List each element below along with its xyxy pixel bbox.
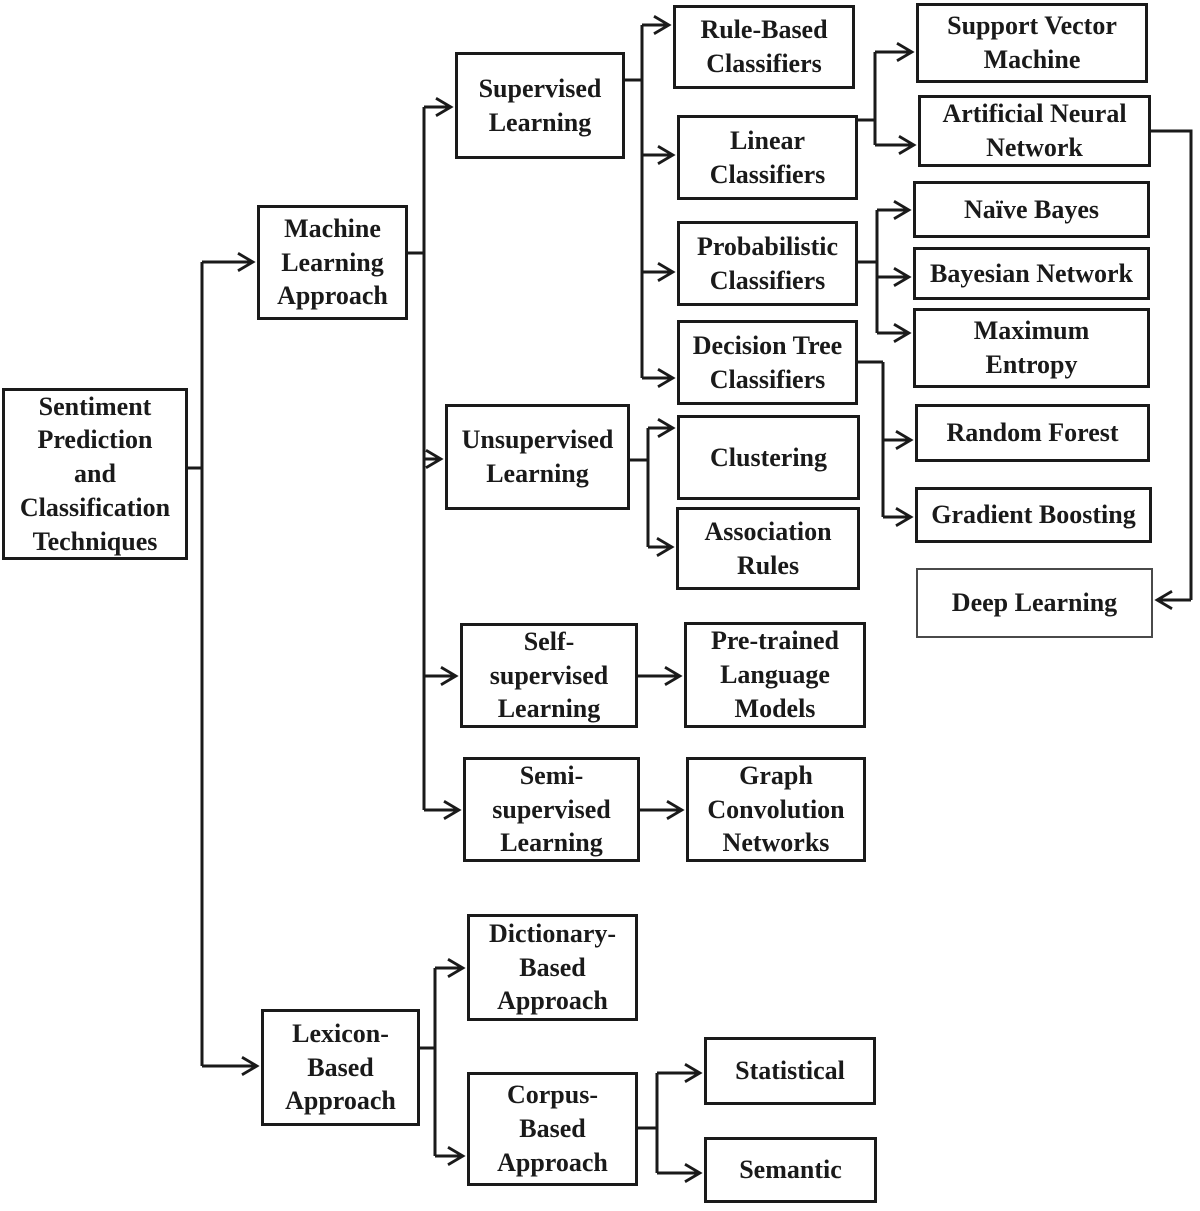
node-label-statistical: Statistical [735, 1056, 845, 1086]
node-label-semi-supervised-learning: Semi- supervised Learning [492, 760, 611, 858]
node-graph-convolution-networks: Graph Convolution Networks [686, 757, 866, 862]
node-label-root: Sentiment Prediction and Classification … [19, 391, 171, 556]
node-bayesian-network: Bayesian Network [913, 247, 1150, 300]
node-label-clustering: Clustering [710, 442, 827, 472]
node-statistical: Statistical [704, 1037, 876, 1105]
node-label-decision-tree-classifiers: Decision Tree Classifiers [692, 330, 843, 394]
node-label-association-rules: Association Rules [704, 516, 832, 580]
connector-line [1151, 129, 1193, 600]
node-association-rules: Association Rules [676, 507, 860, 590]
node-rule-based-classifiers: Rule-Based Classifiers [673, 5, 855, 89]
node-label-corpus-based-approach: Corpus- Based Approach [497, 1080, 608, 1177]
node-label-semantic: Semantic [739, 1155, 842, 1185]
node-label-bayesian-network: Bayesian Network [930, 258, 1133, 288]
node-label-dictionary-based-approach: Dictionary- Based Approach [488, 918, 617, 1016]
node-random-forest: Random Forest [915, 404, 1150, 462]
node-unsupervised-learning: Unsupervised Learning [445, 404, 630, 510]
node-label-probabilistic-classifiers: Probabilistic Classifiers [696, 231, 839, 295]
node-naive-bayes: Naïve Bayes [913, 181, 1150, 238]
node-label-gradient-boosting: Gradient Boosting [931, 500, 1136, 530]
node-label-support-vector-machine: Support Vector Machine [947, 11, 1117, 74]
node-label-random-forest: Random Forest [946, 418, 1119, 448]
node-label-supervised-learning: Supervised Learning [478, 73, 602, 137]
node-lexicon-based-approach: Lexicon- Based Approach [261, 1009, 420, 1126]
node-pre-trained-language-models: Pre-trained Language Models [684, 622, 866, 728]
node-decision-tree-classifiers: Decision Tree Classifiers [677, 320, 858, 405]
node-semantic: Semantic [704, 1137, 877, 1203]
node-label-deep-learning: Deep Learning [951, 588, 1118, 618]
node-label-naive-bayes: Naïve Bayes [963, 194, 1100, 224]
node-support-vector-machine: Support Vector Machine [916, 3, 1148, 83]
node-machine-learning-approach: Machine Learning Approach [257, 205, 408, 320]
node-label-maximum-entropy: Maximum Entropy [973, 316, 1090, 379]
node-label-lexicon-based-approach: Lexicon- Based Approach [285, 1018, 396, 1116]
node-label-unsupervised-learning: Unsupervised Learning [461, 425, 614, 488]
node-supervised-learning: Supervised Learning [455, 52, 625, 159]
node-label-rule-based-classifiers: Rule-Based Classifiers [700, 15, 828, 78]
node-probabilistic-classifiers: Probabilistic Classifiers [677, 221, 858, 306]
node-linear-classifiers: Linear Classifiers [677, 115, 858, 200]
node-corpus-based-approach: Corpus- Based Approach [467, 1072, 638, 1186]
node-label-self-supervised-learning: Self- supervised Learning [489, 626, 609, 724]
node-label-machine-learning-approach: Machine Learning Approach [277, 213, 388, 311]
node-clustering: Clustering [677, 415, 860, 500]
node-semi-supervised-learning: Semi- supervised Learning [463, 757, 640, 862]
node-label-artificial-neural-network: Artificial Neural Network [942, 99, 1127, 162]
node-dictionary-based-approach: Dictionary- Based Approach [467, 914, 638, 1021]
node-root: Sentiment Prediction and Classification … [2, 388, 188, 560]
node-gradient-boosting: Gradient Boosting [915, 487, 1152, 543]
node-deep-learning: Deep Learning [916, 568, 1153, 638]
node-maximum-entropy: Maximum Entropy [913, 308, 1150, 388]
node-self-supervised-learning: Self- supervised Learning [460, 623, 638, 728]
node-artificial-neural-network: Artificial Neural Network [918, 95, 1151, 167]
node-label-linear-classifiers: Linear Classifiers [709, 125, 826, 189]
node-label-pre-trained-language-models: Pre-trained Language Models [710, 626, 840, 723]
node-label-graph-convolution-networks: Graph Convolution Networks [707, 760, 845, 858]
